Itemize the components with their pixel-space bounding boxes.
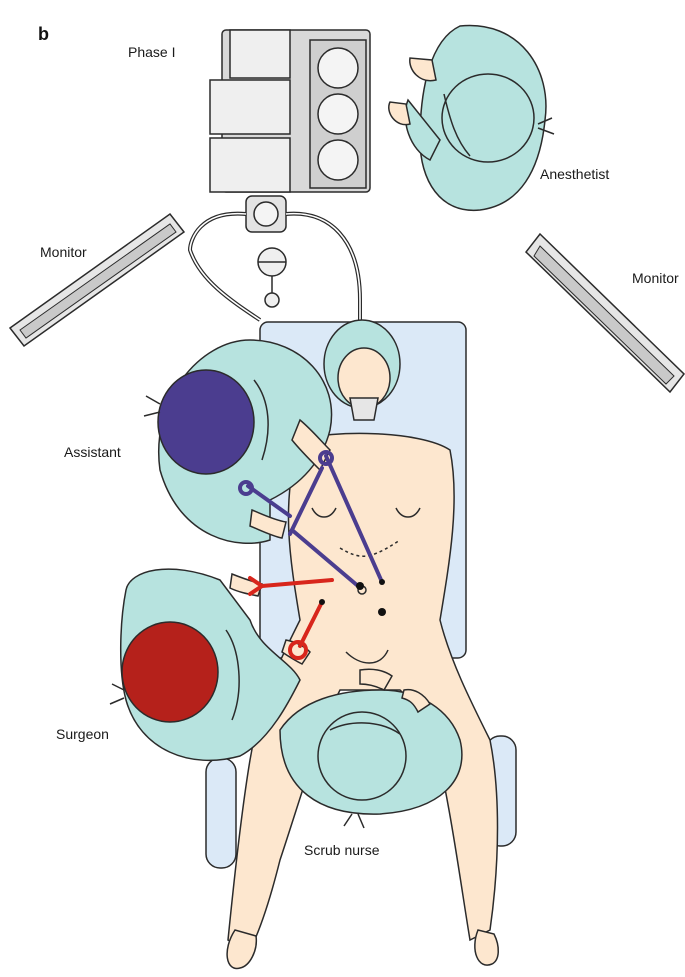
trocar-ports [319,579,386,616]
scrub-nurse [279,668,463,829]
assistant-instruments [238,450,384,588]
monitor-right-label: Monitor [632,270,679,286]
surgeon-label: Surgeon [56,726,109,742]
right-monitor [524,232,685,394]
left-monitor [8,212,186,348]
surgeon-instruments [248,576,334,660]
phase-label: Phase I [128,44,176,60]
monitor-left-label: Monitor [40,244,87,260]
assistant [143,339,333,544]
cables-inner [189,212,361,400]
laparoscopic-tower [209,29,371,308]
scrub-nurse-label: Scrub nurse [304,842,380,858]
panel-letter: b [38,24,49,44]
patient [226,319,499,970]
anesthetist [388,24,555,211]
assistant-label: Assistant [64,444,121,460]
anesthetist-label: Anesthetist [540,166,610,182]
